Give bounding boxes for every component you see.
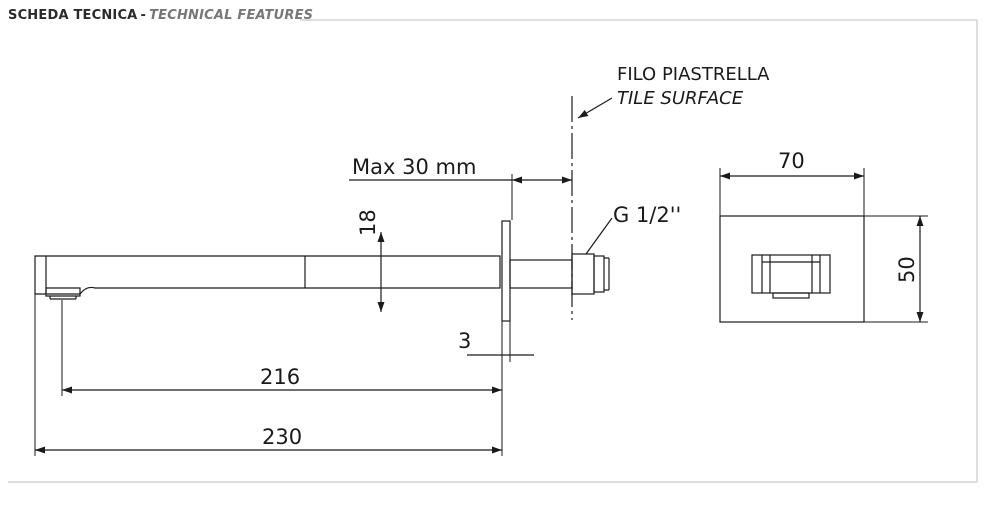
thread-label: G 1/2'' (613, 203, 681, 227)
thickness-label: 3 (458, 329, 471, 353)
wall-plate-front-view (719, 215, 865, 323)
header-separator: - (140, 8, 147, 23)
header-title-italian: SCHEDA TECNICA (8, 8, 138, 23)
spout-side-view (34, 255, 501, 300)
plate-width-label: 70 (778, 149, 805, 173)
outlet-projection-label: 216 (260, 365, 300, 389)
height-label: 18 (356, 209, 380, 236)
max-depth-label: Max 30 mm (352, 155, 476, 179)
section-header: SCHEDA TECNICA-TECHNICAL FEATURES (8, 8, 313, 32)
thread-leader (585, 217, 613, 255)
total-projection-label: 230 (262, 425, 302, 449)
tile-surface-leader (577, 97, 613, 119)
plate-height-label: 50 (895, 256, 919, 283)
header-title-english: TECHNICAL FEATURES (149, 8, 314, 23)
tile-label-italian: FILO PIASTRELLA (617, 64, 770, 85)
tile-label-english: TILE SURFACE (617, 88, 744, 109)
wall-plate-side (501, 220, 610, 322)
